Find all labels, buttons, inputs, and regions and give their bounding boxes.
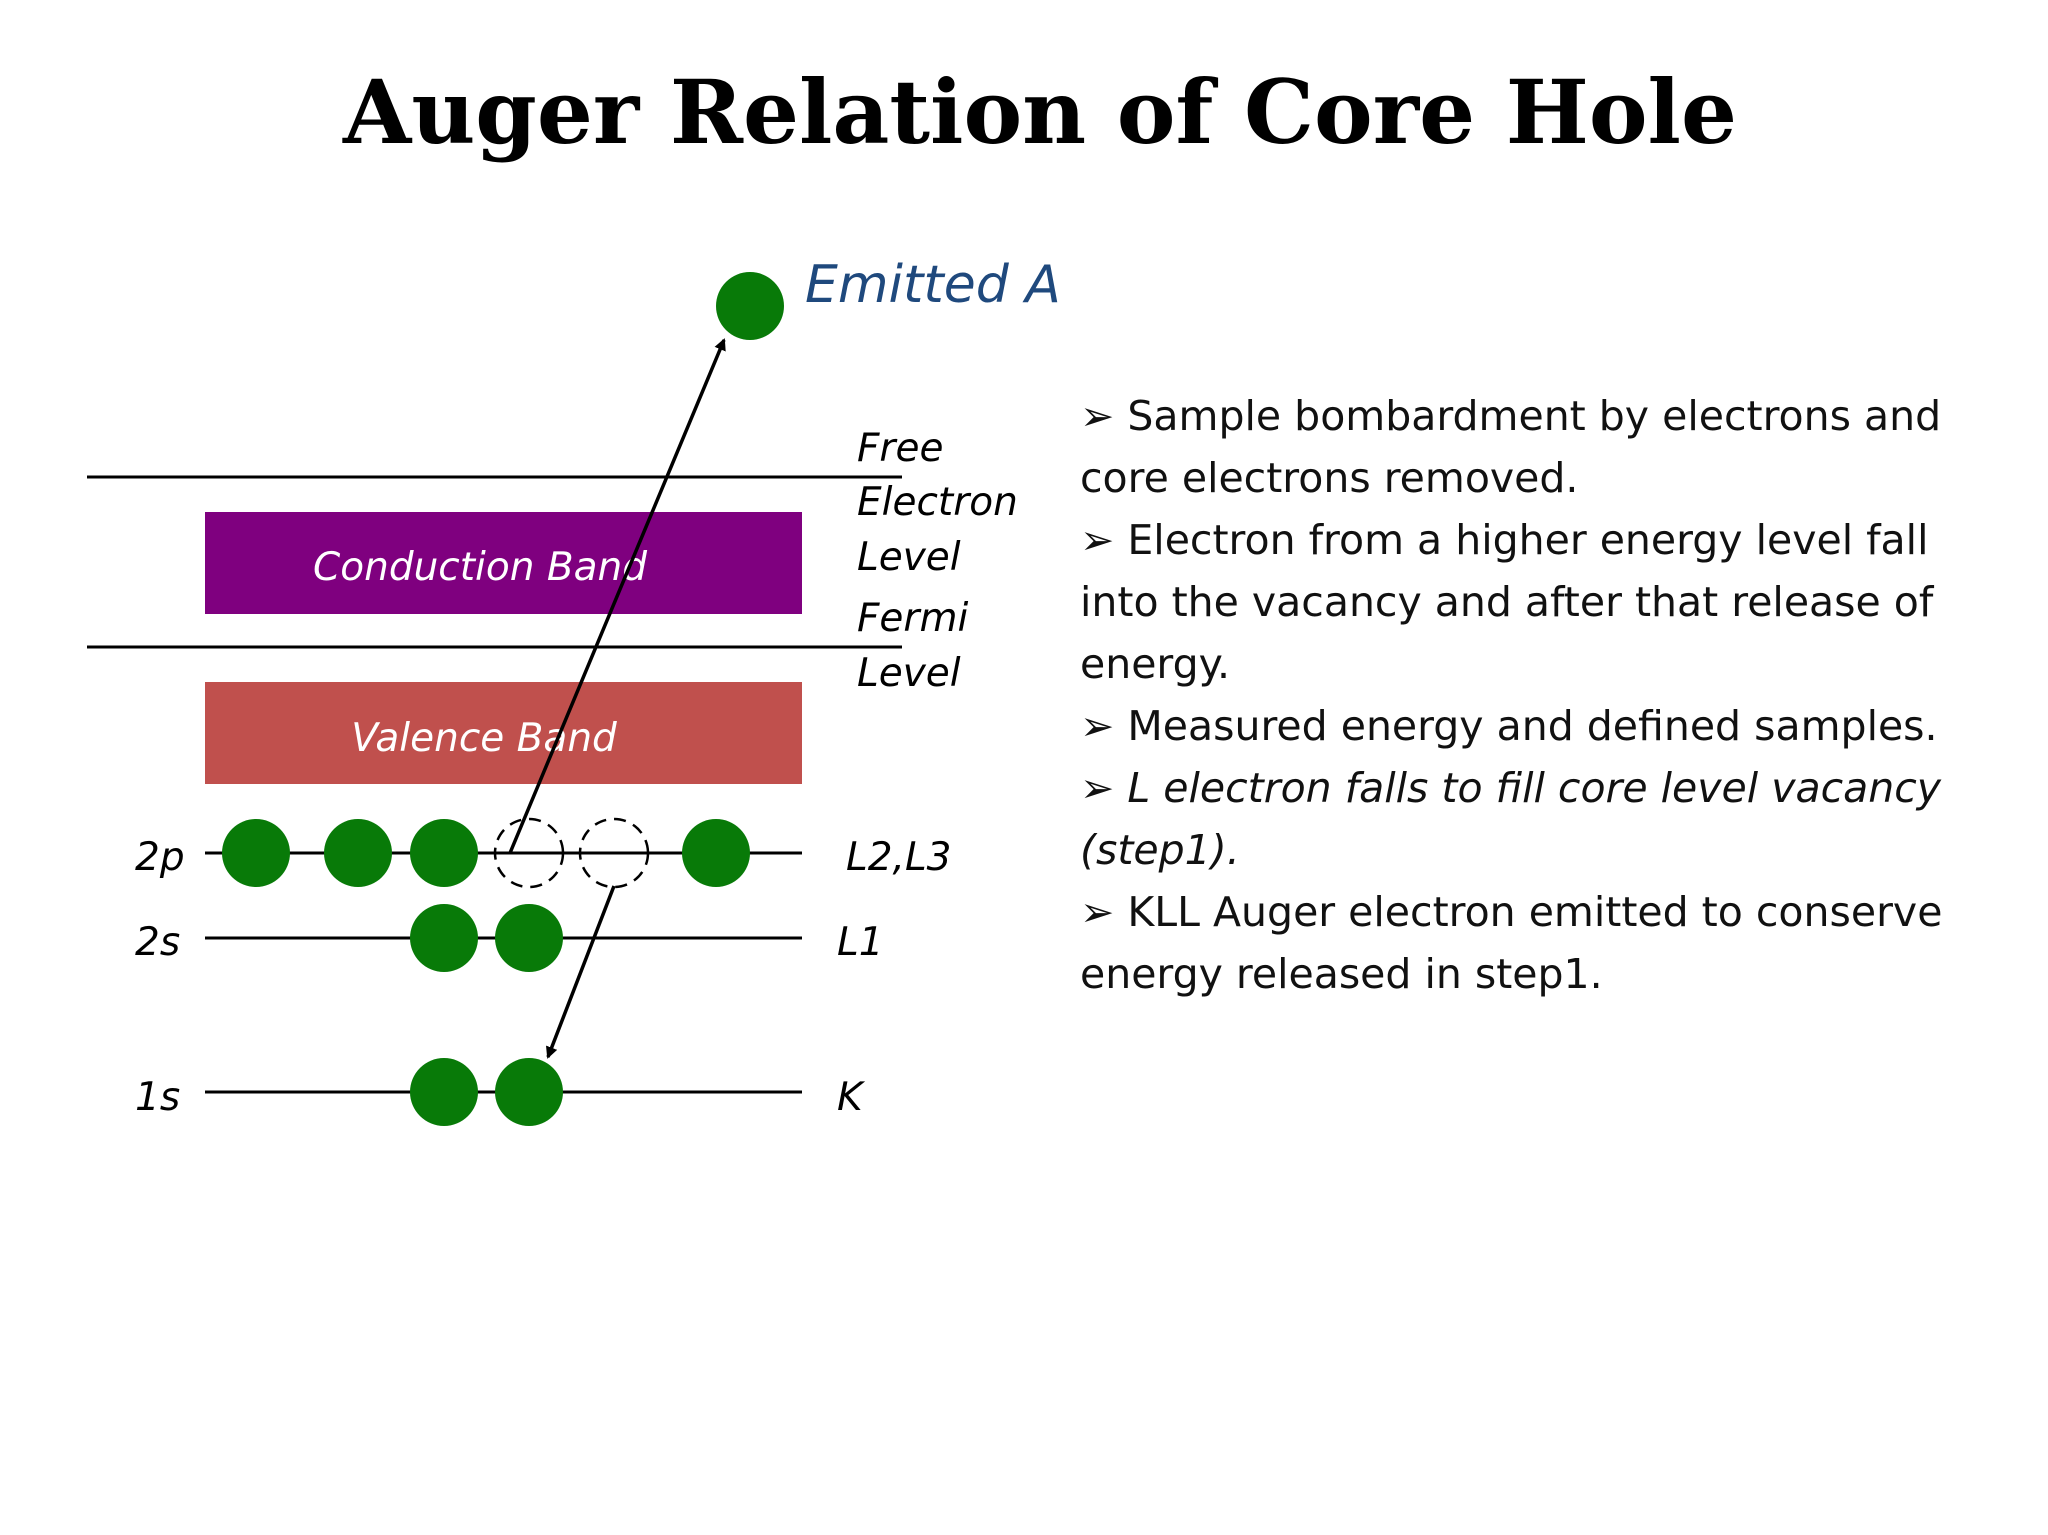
vacancy-2p <box>493 817 565 889</box>
arrow-bullet-icon: ➢ <box>1080 888 1115 936</box>
fermi-level-label-2: Level <box>857 651 961 696</box>
bullet-text: Electron from a higher energy level fall… <box>1080 516 1934 688</box>
emitted-electron-label: Emitted Auger Electron <box>805 255 1060 315</box>
electron-2p <box>324 819 392 887</box>
electron-1s <box>495 1058 563 1126</box>
slide-title: Auger Relation of Core Hole <box>343 60 1737 164</box>
bullet-text: Sample bombardment by electrons and core… <box>1080 392 1942 502</box>
arrow-bullet-icon: ➢ <box>1080 516 1115 564</box>
bullet-item: ➢ L electron falls to fill core level va… <box>1080 757 2000 881</box>
electron-2s <box>495 904 563 972</box>
emitted-electron <box>716 272 784 340</box>
l-to-k-transition-arrow <box>546 885 616 1059</box>
orbital-label-2p: 2p <box>135 835 185 880</box>
bullet-item: ➢ Sample bombardment by electrons and co… <box>1080 385 2000 509</box>
arrow-bullet-icon: ➢ <box>1080 702 1115 750</box>
conduction-band <box>205 512 802 614</box>
orbital-label-2s: 2s <box>135 920 180 965</box>
shell-notation-l2-l3: L2,L3 <box>846 835 951 880</box>
electron-1s <box>410 1058 478 1126</box>
arrow-bullet-icon: ➢ <box>1080 392 1115 440</box>
electron-2p <box>410 819 478 887</box>
energy-level-diagram: Emitted Auger Electron Conduction Band V… <box>87 255 1060 1126</box>
free-electron-level-label-2: Electron <box>857 480 1018 525</box>
bullet-item: ➢ Electron from a higher energy level fa… <box>1080 509 2000 695</box>
shell-notation-k: K <box>837 1075 866 1120</box>
valence-band-label: Valence Band <box>351 716 617 761</box>
conduction-band-label: Conduction Band <box>313 545 647 590</box>
electron-2p <box>222 819 290 887</box>
orbital-label-1s: 1s <box>135 1075 180 1120</box>
electron-2p <box>682 819 750 887</box>
bullet-text: Measured energy and defined samples. <box>1127 702 1938 750</box>
shell-notation-l1: L1 <box>837 920 884 965</box>
electron-2s <box>410 904 478 972</box>
bullet-text: L electron falls to fill core level vaca… <box>1080 764 1942 874</box>
fermi-level-label-1: Fermi <box>857 596 968 641</box>
bullet-list: ➢ Sample bombardment by electrons and co… <box>1080 385 2000 1005</box>
bullet-item: ➢ Measured energy and defined samples. <box>1080 695 2000 757</box>
valence-band <box>205 682 802 784</box>
bullet-text: KLL Auger electron emitted to conserve e… <box>1080 888 1943 998</box>
free-electron-level-label-1: Free <box>857 426 943 471</box>
arrow-bullet-icon: ➢ <box>1080 764 1115 812</box>
free-electron-level-label-3: Level <box>857 535 961 580</box>
auger-emission-arrow <box>508 338 726 854</box>
vacancy-2p <box>578 817 650 889</box>
bullet-item: ➢ KLL Auger electron emitted to conserve… <box>1080 881 2000 1005</box>
